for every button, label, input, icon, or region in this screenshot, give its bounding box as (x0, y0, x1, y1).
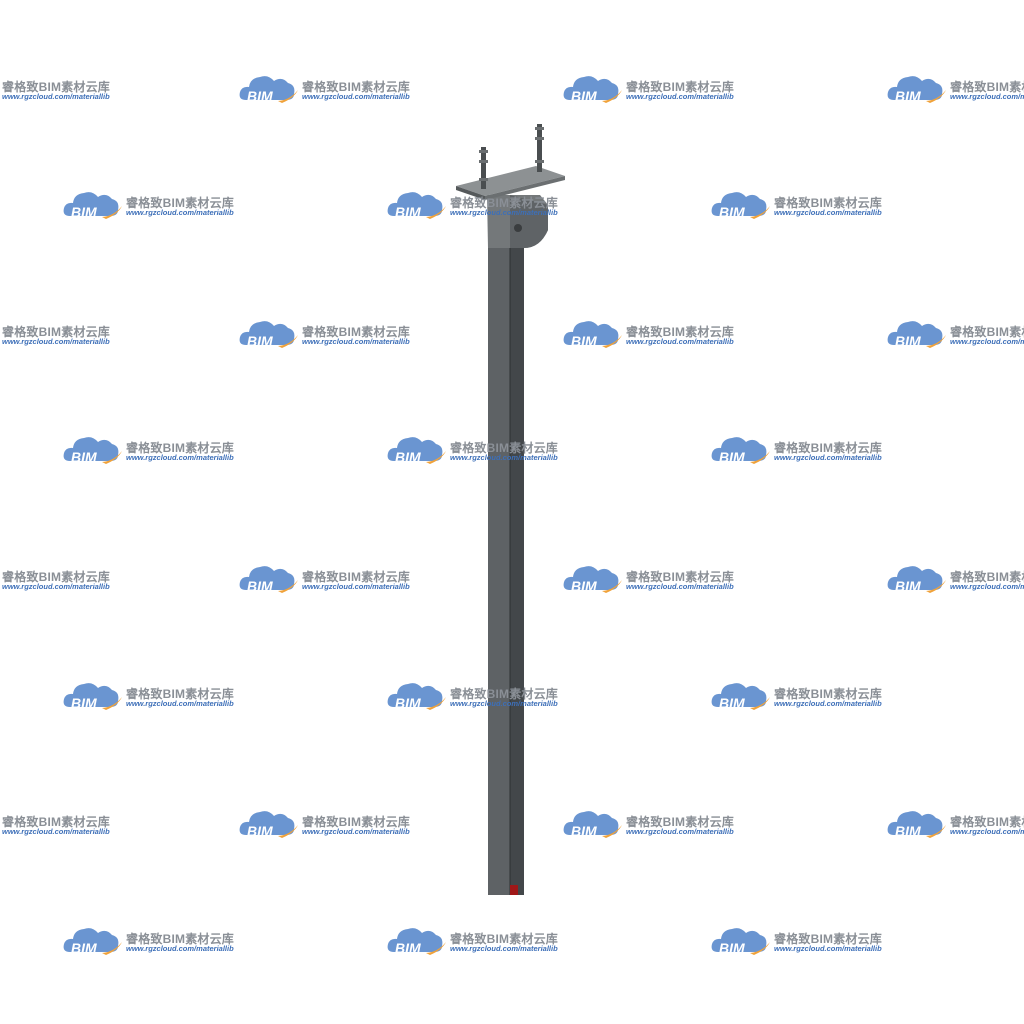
anchor-bolt-left (481, 147, 486, 189)
anchor-bolt-right (537, 124, 542, 172)
column-bottom-accent (510, 885, 518, 895)
base-plate-side (485, 176, 565, 200)
base-plate-front (456, 186, 485, 200)
column-shaft-right-face (510, 245, 524, 895)
column-shaft-left-face (488, 245, 510, 895)
bracket-hole (514, 224, 522, 232)
